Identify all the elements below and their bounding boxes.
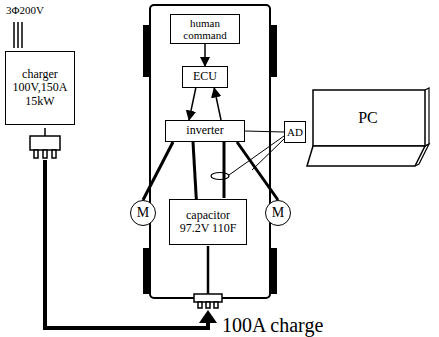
- motor-circle: M: [130, 200, 156, 226]
- node-text: M: [137, 205, 149, 220]
- connector: [237, 142, 278, 200]
- connector: [245, 131, 284, 132]
- block-box: capacitor97.2V 110F: [169, 199, 247, 245]
- power-wire: [223, 142, 226, 198]
- node-text: human command: [174, 17, 236, 41]
- node-text: 100V,150A: [13, 81, 68, 94]
- free-label: 3Φ200V: [6, 4, 44, 16]
- wheel: [143, 25, 150, 77]
- wheel: [270, 25, 277, 77]
- laptop-outline: [305, 86, 431, 170]
- node-text: inverter: [186, 124, 223, 137]
- node-text: ECU: [193, 70, 217, 83]
- charge-arrow: [199, 310, 217, 323]
- node-text: AD: [287, 126, 303, 138]
- motor-circle: M: [265, 200, 291, 226]
- connector: [189, 88, 196, 120]
- connector: [214, 88, 221, 120]
- vehicle-inlet: [194, 246, 222, 308]
- block-box: inverter: [165, 120, 245, 142]
- current-sensor: [211, 173, 229, 180]
- free-label: 100A charge: [222, 314, 323, 336]
- charger-plug: [30, 128, 60, 158]
- node-text: 97.2V 110F: [180, 222, 237, 235]
- block-box: charger100V,150A15kW: [5, 51, 75, 125]
- block-box: human command: [170, 14, 240, 44]
- connector: [193, 142, 196, 199]
- node-text: 15kW: [25, 95, 54, 108]
- block-box: AD: [284, 121, 306, 143]
- wheel: [143, 248, 150, 294]
- node-text: PC: [358, 109, 378, 147]
- block-box: ECU: [182, 66, 228, 88]
- connector: [204, 44, 206, 66]
- node-text: M: [272, 205, 284, 220]
- wheel: [270, 248, 277, 294]
- connector: [143, 142, 173, 200]
- pc-node: PC: [305, 86, 431, 170]
- node-text: charger: [22, 68, 58, 81]
- supply-wires: [14, 22, 22, 48]
- node-text: capacitor: [186, 209, 230, 222]
